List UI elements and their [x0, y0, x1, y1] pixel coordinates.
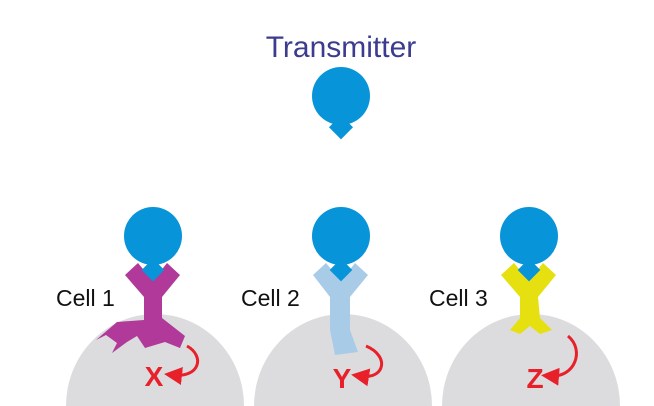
signal-arrow [164, 344, 199, 385]
bound-transmitter [312, 207, 370, 265]
receptor [313, 263, 368, 355]
cell-body [254, 314, 432, 406]
effect-label: Y [333, 363, 352, 394]
title: Transmitter [266, 31, 417, 64]
effect-label: Z [526, 363, 543, 394]
cell-3: Cell 3 Z [429, 207, 620, 406]
signal-arrow [351, 344, 384, 387]
cell-label: Cell 1 [56, 285, 115, 311]
cell-2: Cell 2 Y [241, 207, 432, 406]
transmitter-key [517, 258, 541, 282]
bound-transmitter [500, 207, 558, 265]
bound-transmitter [124, 207, 182, 265]
free-transmitter [312, 67, 370, 140]
receptor [96, 263, 185, 353]
signal-arrow [541, 334, 578, 386]
transmitter-key [329, 258, 353, 282]
receptor [501, 263, 556, 334]
effect-label: X [145, 361, 164, 392]
transmitter-molecule [312, 67, 370, 125]
cell-label: Cell 2 [241, 285, 300, 311]
cell-label: Cell 3 [429, 285, 488, 311]
cell-1: Cell 1 X [56, 207, 244, 406]
cell-body [442, 314, 620, 406]
transmitter-key [328, 115, 354, 140]
